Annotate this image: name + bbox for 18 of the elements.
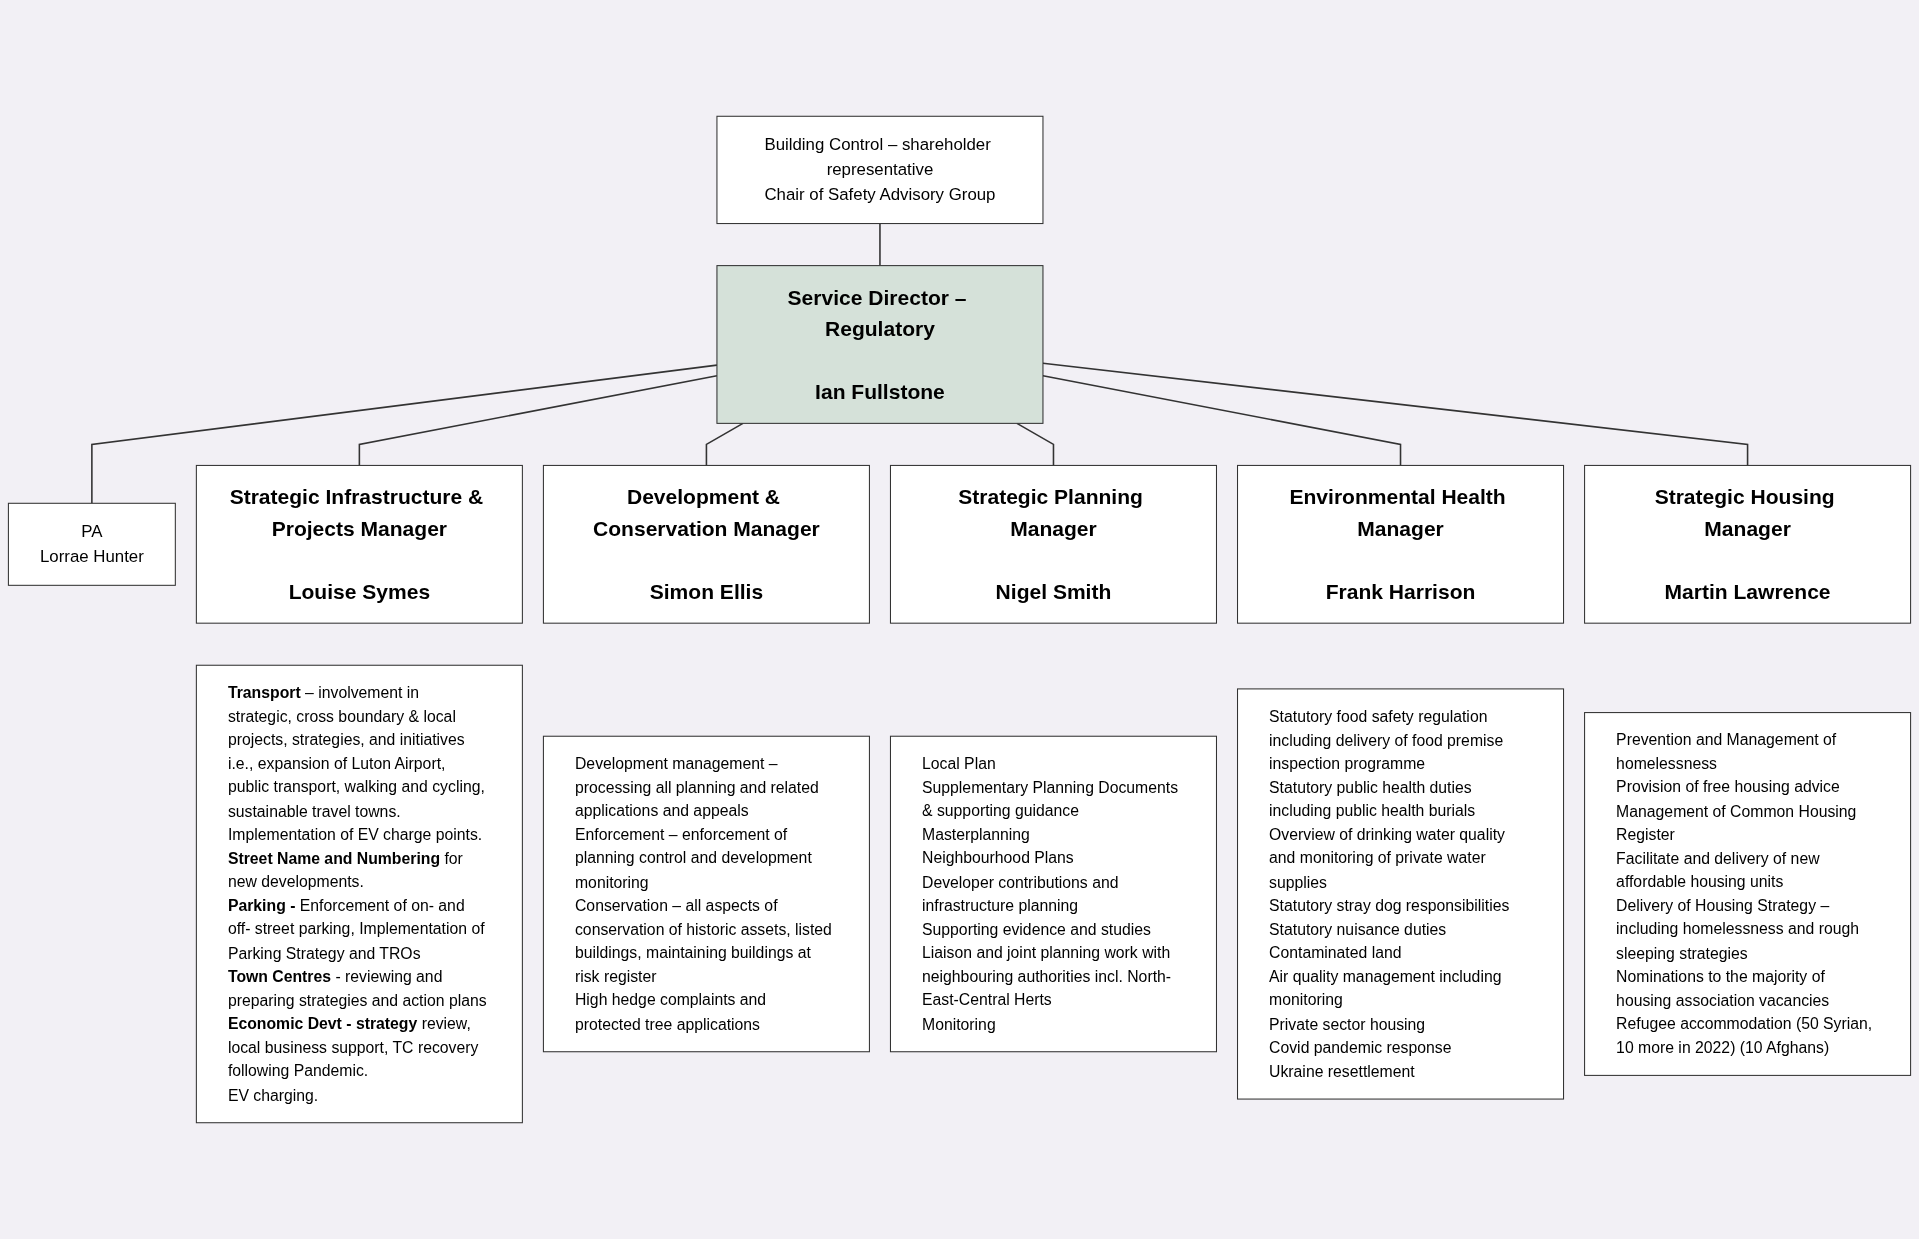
connector (705, 422, 744, 467)
node-box (889, 464, 1217, 624)
connector (1042, 374, 1402, 467)
connector (1016, 422, 1055, 467)
node-box (1584, 712, 1912, 1076)
connector (1042, 362, 1749, 467)
node-box (1584, 464, 1912, 624)
node-box (7, 502, 176, 586)
node-box (889, 735, 1217, 1053)
connector (879, 222, 881, 267)
node-box (195, 664, 523, 1124)
node-box (195, 464, 523, 624)
node-box (542, 464, 870, 624)
node-box (1237, 464, 1565, 624)
node-box (542, 735, 870, 1053)
node-box (1237, 688, 1565, 1100)
node-box (716, 265, 1044, 424)
node-box (716, 115, 1044, 225)
